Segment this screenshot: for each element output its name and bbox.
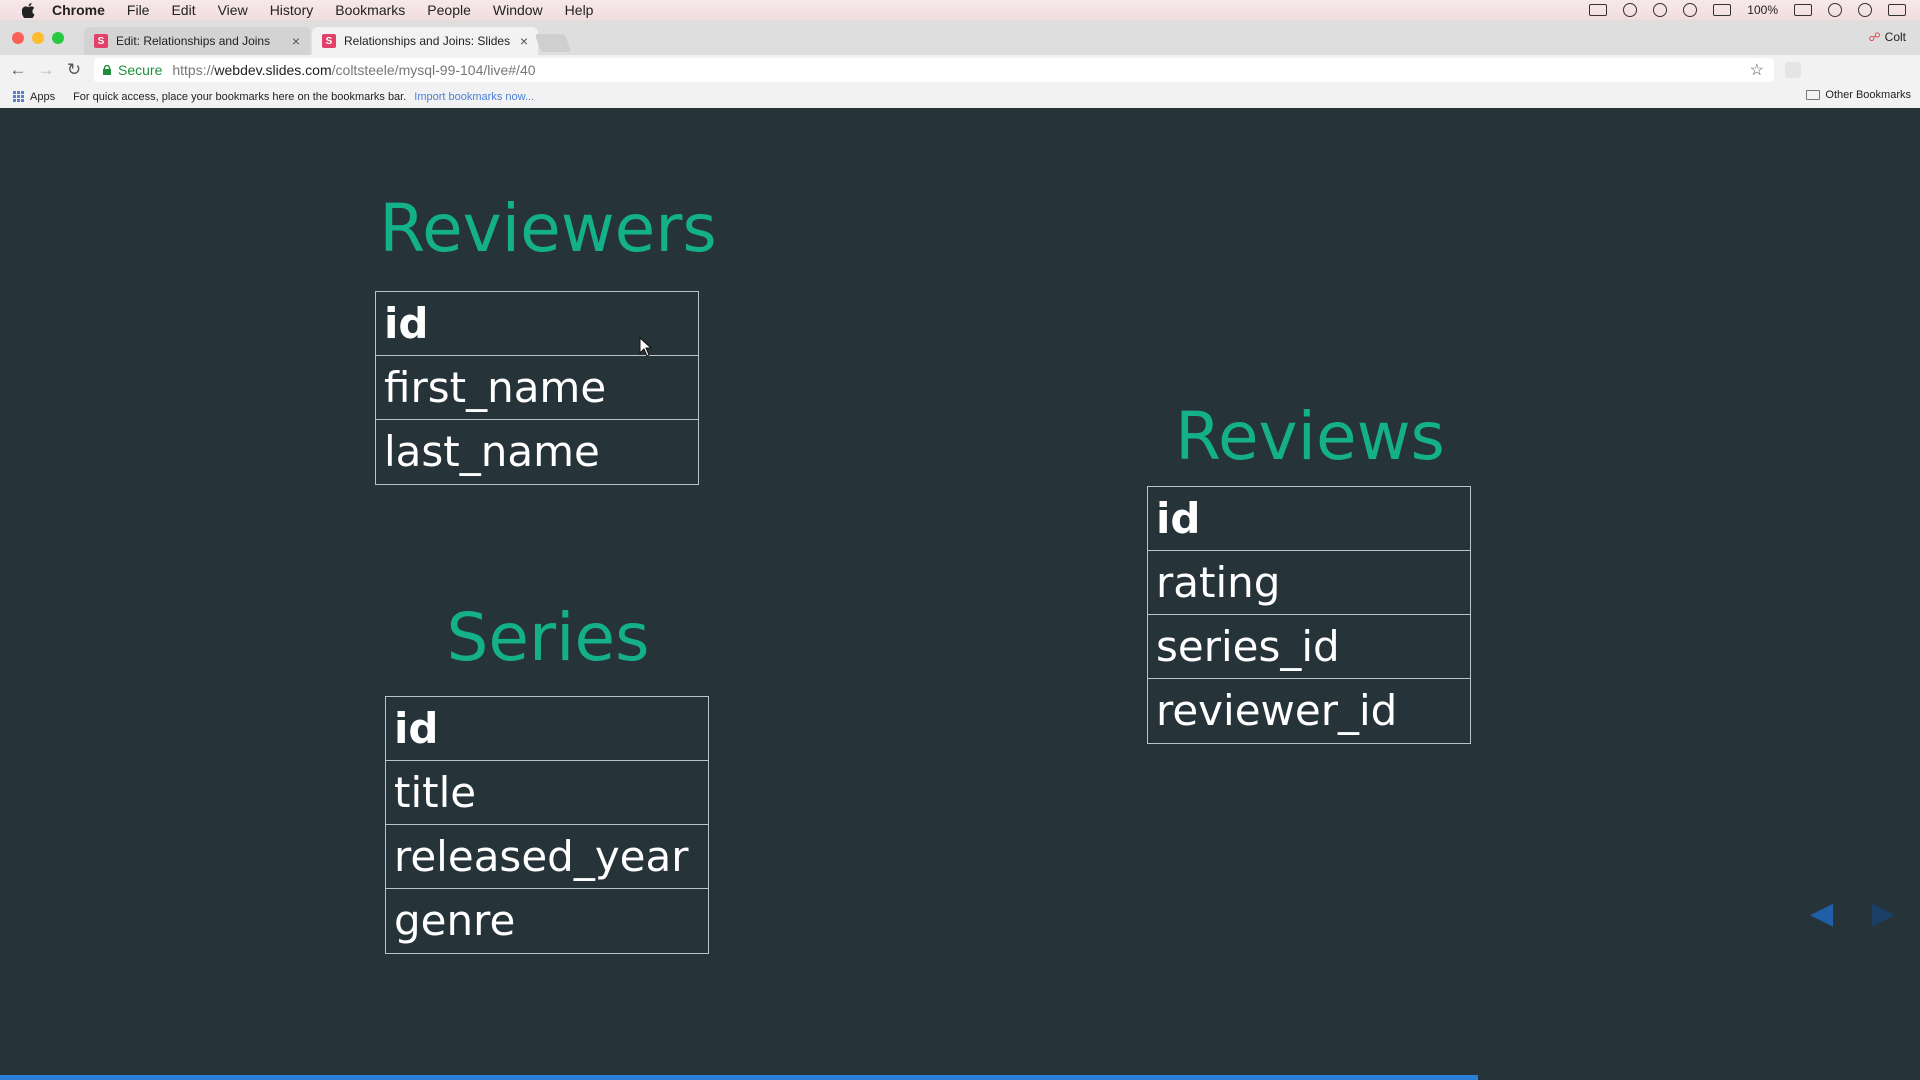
reviews-heading: Reviews xyxy=(1175,398,1445,475)
bookmarks-hint: For quick access, place your bookmarks h… xyxy=(73,90,407,103)
siri-icon[interactable] xyxy=(1858,3,1872,17)
menu-file[interactable]: File xyxy=(126,2,150,18)
other-bookmarks-button[interactable]: Other Bookmarks xyxy=(1806,89,1911,101)
menu-history[interactable]: History xyxy=(269,2,314,18)
table-row: id xyxy=(1148,487,1470,551)
new-tab-button[interactable] xyxy=(534,34,572,52)
url-path: /coltsteele/mysql-99-104/live#/40 xyxy=(331,62,536,78)
series-table: id title released_year genre xyxy=(385,696,709,954)
browser-toolbar: ← → ↻ Secure https:// webdev.slides.com … xyxy=(0,55,1920,85)
table-row: title xyxy=(386,761,708,825)
secure-label: Secure xyxy=(118,62,163,78)
table-row: last_name xyxy=(384,427,600,476)
address-bar[interactable]: Secure https:// webdev.slides.com /colts… xyxy=(94,58,1774,82)
cloud-icon[interactable] xyxy=(1653,3,1668,17)
series-heading: Series xyxy=(446,599,650,676)
apple-icon[interactable] xyxy=(20,2,36,18)
window-controls xyxy=(12,32,64,44)
wifi-icon[interactable] xyxy=(1683,3,1698,17)
close-tab-icon[interactable]: × xyxy=(291,33,300,49)
reviewers-table: id first_name last_name xyxy=(375,291,699,485)
back-arrow-icon[interactable]: ← xyxy=(9,60,27,79)
url-scheme: https:// xyxy=(172,62,215,78)
profile-name: Colt xyxy=(1884,30,1906,44)
minimize-window-button[interactable] xyxy=(32,32,44,44)
close-window-button[interactable] xyxy=(12,32,24,44)
tab-title: Edit: Relationships and Joins xyxy=(116,34,271,48)
slide-canvas: Reviewers id first_name last_name Series… xyxy=(0,108,1920,1080)
forward-arrow-icon[interactable]: → xyxy=(37,60,55,79)
other-bookmarks-label: Other Bookmarks xyxy=(1825,89,1911,101)
bookmarks-bar: Apps For quick access, place your bookma… xyxy=(0,85,1920,109)
tab-edit-relationships[interactable]: S Edit: Relationships and Joins × xyxy=(84,27,310,55)
menu-app-name[interactable]: Chrome xyxy=(52,2,105,18)
slides-favicon-icon: S xyxy=(94,34,108,48)
profile-button[interactable]: ☍ Colt xyxy=(1869,30,1907,44)
table-row: id xyxy=(376,292,698,356)
notification-center-icon[interactable] xyxy=(1888,4,1906,16)
airplay-icon[interactable] xyxy=(1713,4,1732,16)
tab-title: Relationships and Joins: Slides xyxy=(344,34,511,48)
battery-icon[interactable] xyxy=(1794,4,1812,16)
next-slide-arrow-icon[interactable]: ▶ xyxy=(1872,897,1896,930)
slides-favicon-icon: S xyxy=(322,34,336,48)
menu-view[interactable]: View xyxy=(217,2,248,18)
slide-progress-bar xyxy=(0,1075,1479,1080)
menu-window[interactable]: Window xyxy=(492,2,543,18)
lock-icon xyxy=(103,65,111,75)
battery-percentage: 100% xyxy=(1747,3,1778,17)
glasses-icon[interactable] xyxy=(1623,3,1638,17)
table-row: first_name xyxy=(376,356,698,420)
table-row: reviewer_id xyxy=(1156,686,1398,735)
table-row: rating xyxy=(1148,551,1470,615)
reload-icon[interactable]: ↻ xyxy=(66,60,82,79)
url-host: webdev.slides.com xyxy=(214,62,332,78)
menu-extras: 100% xyxy=(1589,0,1906,20)
table-row: id xyxy=(386,697,708,761)
tab-relationships-slides[interactable]: S Relationships and Joins: Slides × xyxy=(312,27,538,55)
menu-bookmarks[interactable]: Bookmarks xyxy=(335,2,406,18)
spotlight-search-icon[interactable] xyxy=(1828,3,1842,17)
reviews-table: id rating series_id reviewer_id xyxy=(1147,486,1471,744)
menu-help[interactable]: Help xyxy=(564,2,594,18)
browser-tab-strip: S Edit: Relationships and Joins × S Rela… xyxy=(0,20,1920,55)
reviewers-heading: Reviewers xyxy=(379,190,717,267)
mac-menu-bar: Chrome File Edit View History Bookmarks … xyxy=(0,0,1920,20)
maximize-window-button[interactable] xyxy=(52,32,64,44)
mouse-cursor-icon xyxy=(639,337,653,357)
table-row: released_year xyxy=(386,825,708,889)
folder-icon xyxy=(1806,90,1821,100)
import-bookmarks-link[interactable]: Import bookmarks now... xyxy=(414,90,535,103)
close-tab-icon[interactable]: × xyxy=(519,33,528,49)
apps-grid-icon[interactable] xyxy=(13,90,25,103)
screen-record-icon[interactable] xyxy=(1589,4,1608,16)
table-row: genre xyxy=(394,896,516,945)
apps-shortcut[interactable]: Apps xyxy=(30,90,56,103)
menu-people[interactable]: People xyxy=(427,2,471,18)
menu-edit[interactable]: Edit xyxy=(171,2,196,18)
bookmark-star-icon[interactable]: ☆ xyxy=(1749,62,1764,79)
extension-shield-icon[interactable] xyxy=(1785,62,1801,78)
profile-icon: ☍ xyxy=(1868,30,1881,44)
table-row: series_id xyxy=(1148,615,1470,679)
previous-slide-arrow-icon[interactable]: ◀ xyxy=(1810,897,1834,930)
